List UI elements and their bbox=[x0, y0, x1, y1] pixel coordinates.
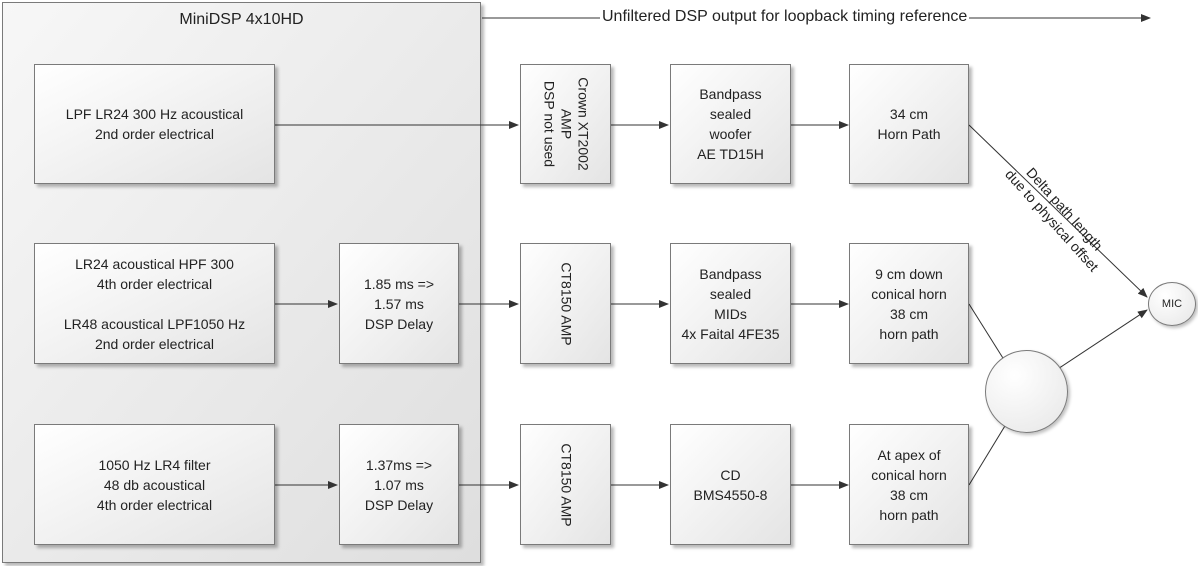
row1-driver-box: Bandpass sealed woofer AE TD15H bbox=[670, 64, 791, 184]
row3-filter-line2: 48 db acoustical bbox=[103, 476, 206, 493]
summing-circle bbox=[985, 350, 1068, 433]
row2-driver-line3: MIDs bbox=[714, 305, 747, 322]
row2-filter-line1: LR24 acoustical HPF 300 bbox=[75, 255, 234, 272]
row2-path-line4: horn path bbox=[879, 325, 939, 342]
row2-delay-line1: 1.85 ms => bbox=[363, 275, 435, 292]
row1-amp-line2: AMP bbox=[558, 108, 574, 140]
row2-amp-box: CT8150 AMP bbox=[520, 243, 611, 364]
row1-path-to-mic-arrow bbox=[968, 124, 1148, 298]
loopback-label: Unfiltered DSP output for loopback timin… bbox=[600, 8, 970, 26]
row3-driver-box: CD BMS4550-8 bbox=[670, 424, 791, 545]
row1-amp-line3: DSP not used bbox=[541, 80, 557, 168]
row3-filter-line3: 4th order electrical bbox=[96, 496, 213, 513]
row2-path-line3: 38 cm bbox=[889, 305, 929, 322]
row2-filter-line4: LR48 acoustical LPF1050 Hz bbox=[63, 315, 246, 332]
row3-filter-box: 1050 Hz LR4 filter 48 db acoustical 4th … bbox=[34, 424, 275, 545]
row3-delay-line3: DSP Delay bbox=[364, 496, 434, 513]
row3-path-line3: 38 cm bbox=[889, 486, 929, 503]
row1-filter-line1: LPF LR24 300 Hz acoustical bbox=[65, 106, 244, 122]
row2-driver-line4: 4x Faital 4FE35 bbox=[681, 325, 780, 342]
row2-amp-line1: CT8150 AMP bbox=[558, 261, 574, 346]
row2-driver-line1: Bandpass bbox=[699, 265, 762, 282]
row3-filter-line1: 1050 Hz LR4 filter bbox=[98, 456, 211, 473]
row2-filter-line5: 2nd order electrical bbox=[94, 335, 215, 352]
row2-path-box: 9 cm down conical horn 38 cm horn path bbox=[849, 243, 969, 364]
row1-driver-line2: sealed bbox=[709, 106, 752, 122]
minidsp-title: MiniDSP 4x10HD bbox=[179, 11, 304, 28]
row1-path-line1: 34 cm bbox=[889, 106, 929, 122]
mic-label: MIC bbox=[1161, 298, 1183, 310]
row2-crossover-filter-box: LR24 acoustical HPF 300 4th order electr… bbox=[34, 243, 275, 364]
row1-filter-line2: 2nd order electrical bbox=[94, 126, 215, 142]
row3-path-line1: At apex of bbox=[877, 446, 941, 463]
row3-delay-box: 1.37ms => 1.07 ms DSP Delay bbox=[339, 424, 459, 545]
row2-delay-box: 1.85 ms => 1.57 ms DSP Delay bbox=[339, 243, 459, 364]
row2-delay-line2: 1.57 ms bbox=[374, 295, 424, 312]
row1-driver-line1: Bandpass bbox=[699, 86, 762, 102]
row1-amp-line1: Crown XT2002 bbox=[575, 77, 591, 171]
row2-filter-line2: 4th order electrical bbox=[96, 275, 213, 292]
row1-path-line2: Horn Path bbox=[877, 126, 941, 142]
row3-amp-box: CT8150 AMP bbox=[520, 424, 611, 545]
row2-path-line2: conical horn bbox=[871, 285, 947, 302]
row1-driver-line3: woofer bbox=[709, 126, 752, 142]
row1-driver-line4: AE TD15H bbox=[697, 146, 764, 162]
row3-driver-line2: BMS4550-8 bbox=[693, 486, 768, 503]
row3-path-line2: conical horn bbox=[871, 466, 947, 483]
mic-circle: MIC bbox=[1148, 282, 1196, 326]
row2-filter-line3 bbox=[64, 294, 245, 314]
row1-amp-box: Crown XT2002 AMP DSP not used bbox=[520, 64, 611, 184]
row1-path-box: 34 cm Horn Path bbox=[849, 64, 969, 184]
row2-delay-line3: DSP Delay bbox=[364, 315, 434, 332]
row2-driver-line2: sealed bbox=[709, 285, 752, 302]
row3-driver-line1: CD bbox=[720, 466, 741, 483]
row1-lpf-filter-box: LPF LR24 300 Hz acoustical 2nd order ele… bbox=[34, 64, 275, 184]
row3-delay-line2: 1.07 ms bbox=[374, 476, 424, 493]
row2-driver-box: Bandpass sealed MIDs 4x Faital 4FE35 bbox=[670, 243, 791, 364]
row2-path-line1: 9 cm down bbox=[875, 265, 943, 282]
row3-path-box: At apex of conical horn 38 cm horn path bbox=[849, 424, 969, 545]
row3-path-line4: horn path bbox=[879, 506, 939, 523]
row3-amp-line1: CT8150 AMP bbox=[558, 442, 574, 527]
row3-delay-line1: 1.37ms => bbox=[365, 456, 433, 473]
